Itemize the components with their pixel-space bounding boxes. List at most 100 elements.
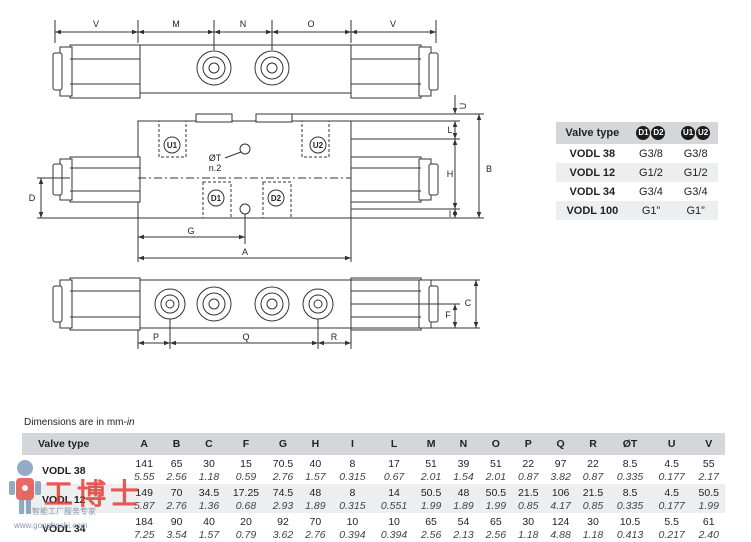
d1-badge: D1: [636, 126, 651, 140]
dimension-value-mm: 30: [522, 516, 535, 528]
dimension-value-mm: 5.5: [664, 516, 679, 528]
dimensions-row-type: VODL 34: [42, 522, 86, 535]
dimension-value-in: 2.40: [698, 529, 719, 541]
dimension-value-mm: 61: [702, 516, 715, 528]
dimensions-header-cell: A: [128, 433, 161, 455]
dimensions-header-cell: N: [447, 433, 480, 455]
dim-label-m: M: [172, 19, 180, 29]
dimensions-header-cell: R: [576, 433, 610, 455]
dimensions-header-cell: C: [192, 433, 226, 455]
dimensions-header-cell: G: [266, 433, 300, 455]
top-view: [52, 20, 439, 99]
dim-label-i: I: [449, 209, 452, 219]
dimension-value-mm: 90: [170, 516, 183, 528]
dimension-value-mm: 149: [128, 484, 161, 500]
dimension-value-in: 2.93: [266, 500, 300, 513]
dimension-value-mm: 30: [203, 458, 215, 470]
dimension-value-in: 0.335: [616, 471, 644, 483]
dimension-value-in: 1.36: [192, 500, 226, 513]
dimension-value-in: 1.99: [692, 500, 725, 513]
dim-label-u: U: [458, 103, 468, 110]
dimension-value-in: 0.551: [373, 500, 415, 513]
dimension-value-in: 2.76: [160, 500, 193, 513]
dimension-value-in: 0.394: [380, 529, 408, 541]
port-table-row: VODL 100 G1” G1”: [556, 201, 718, 220]
dimension-value-in: 0.335: [609, 500, 651, 513]
dimension-value-in: 1.18: [198, 471, 220, 483]
dimension-value-mm: 65: [490, 516, 502, 528]
dim-label-g: G: [187, 226, 194, 236]
port-row-u: G3/4: [683, 185, 708, 198]
dimension-value-mm: 184: [135, 516, 153, 528]
port-table-row: VODL 34 G3/4 G3/4: [556, 182, 718, 201]
dimension-value-in: 0.87: [518, 471, 539, 483]
dim-label-n: N: [240, 19, 247, 29]
dim-label-v-left: V: [93, 19, 99, 29]
port-table-header-type: Valve type: [556, 122, 629, 144]
dimension-value-mm: 8: [331, 484, 374, 500]
port-marker-u1: U1: [163, 136, 181, 154]
dimension-value-mm: 124: [551, 516, 570, 528]
dimensions-header-cell: P: [512, 433, 545, 455]
dimension-value-in: 0.177: [650, 500, 693, 513]
dimension-value-in: 0.79: [235, 529, 257, 541]
dimension-value-in: 0.85: [576, 500, 610, 513]
dimension-value-mm: 55: [702, 458, 715, 470]
dimension-value-in: 2.56: [166, 471, 187, 483]
dimension-value-in: 3.62: [272, 529, 294, 541]
dim-label-h: H: [447, 169, 454, 179]
port-marker-d2: D2: [267, 189, 285, 207]
dimension-value-mm: 10: [388, 516, 400, 528]
dimensions-note-prefix: Dimensions are in mm-: [24, 417, 127, 428]
dimension-value-in: 2.01: [420, 471, 442, 483]
port-row-u: G1”: [673, 201, 718, 220]
port-row-type: VODL 12: [556, 163, 629, 182]
dimension-value-mm: 50.5: [692, 484, 725, 500]
dimension-value-mm: 70.5: [272, 458, 294, 470]
dimension-value-in: 4.88: [550, 529, 571, 541]
dimension-value-in: 0.177: [658, 471, 685, 483]
dimension-value-in: 1.18: [582, 529, 604, 541]
dim-label-r: R: [331, 332, 338, 342]
dimension-value-mm: 65: [425, 516, 437, 528]
dimensions-header-cell: F: [225, 433, 267, 455]
dimension-value-mm: 106: [544, 484, 577, 500]
dimensions-note: Dimensions are in mm-in: [24, 417, 135, 428]
dimension-value-in: 2.13: [453, 529, 474, 541]
dimension-value-in: 1.18: [518, 529, 539, 541]
dimension-value-mm: 14: [373, 484, 415, 500]
dim-label-p: P: [153, 332, 159, 342]
d2-badge: D2: [651, 126, 666, 140]
dimension-value-mm: 22: [522, 458, 535, 470]
dimension-value-mm: 21.5: [512, 484, 545, 500]
dimension-value-in: 3.54: [166, 529, 187, 541]
dimension-value-mm: 10: [346, 516, 359, 528]
dimension-value-mm: 17.25: [225, 484, 267, 500]
dimension-value-mm: 54: [457, 516, 470, 528]
dimension-value-mm: 65: [170, 458, 183, 470]
dimension-value-in: 1.89: [299, 500, 332, 513]
dim-label-f: F: [445, 310, 451, 320]
robot-icon: [9, 460, 41, 514]
dimension-value-in: 0.217: [658, 529, 685, 541]
svg-text:U1: U1: [167, 141, 178, 150]
dimension-value-in: 5.55: [133, 471, 155, 483]
dimension-value-mm: 51: [425, 458, 437, 470]
dimension-value-mm: 21.5: [576, 484, 610, 500]
port-table-row: VODL 38 G3/8 G3/8: [556, 144, 718, 163]
port-row-d: G1/2: [628, 163, 674, 182]
dimension-value-mm: 92: [277, 516, 289, 528]
port-table-row: VODL 12 G1/2 G1/2: [556, 163, 718, 182]
dimensions-header-cell: L: [373, 433, 415, 455]
dimension-value-mm: 141: [135, 458, 153, 470]
hole-label-diameter: ØT: [209, 153, 222, 163]
dimension-value-in: 0.85: [512, 500, 545, 513]
dimension-value-mm: 17: [388, 458, 400, 470]
